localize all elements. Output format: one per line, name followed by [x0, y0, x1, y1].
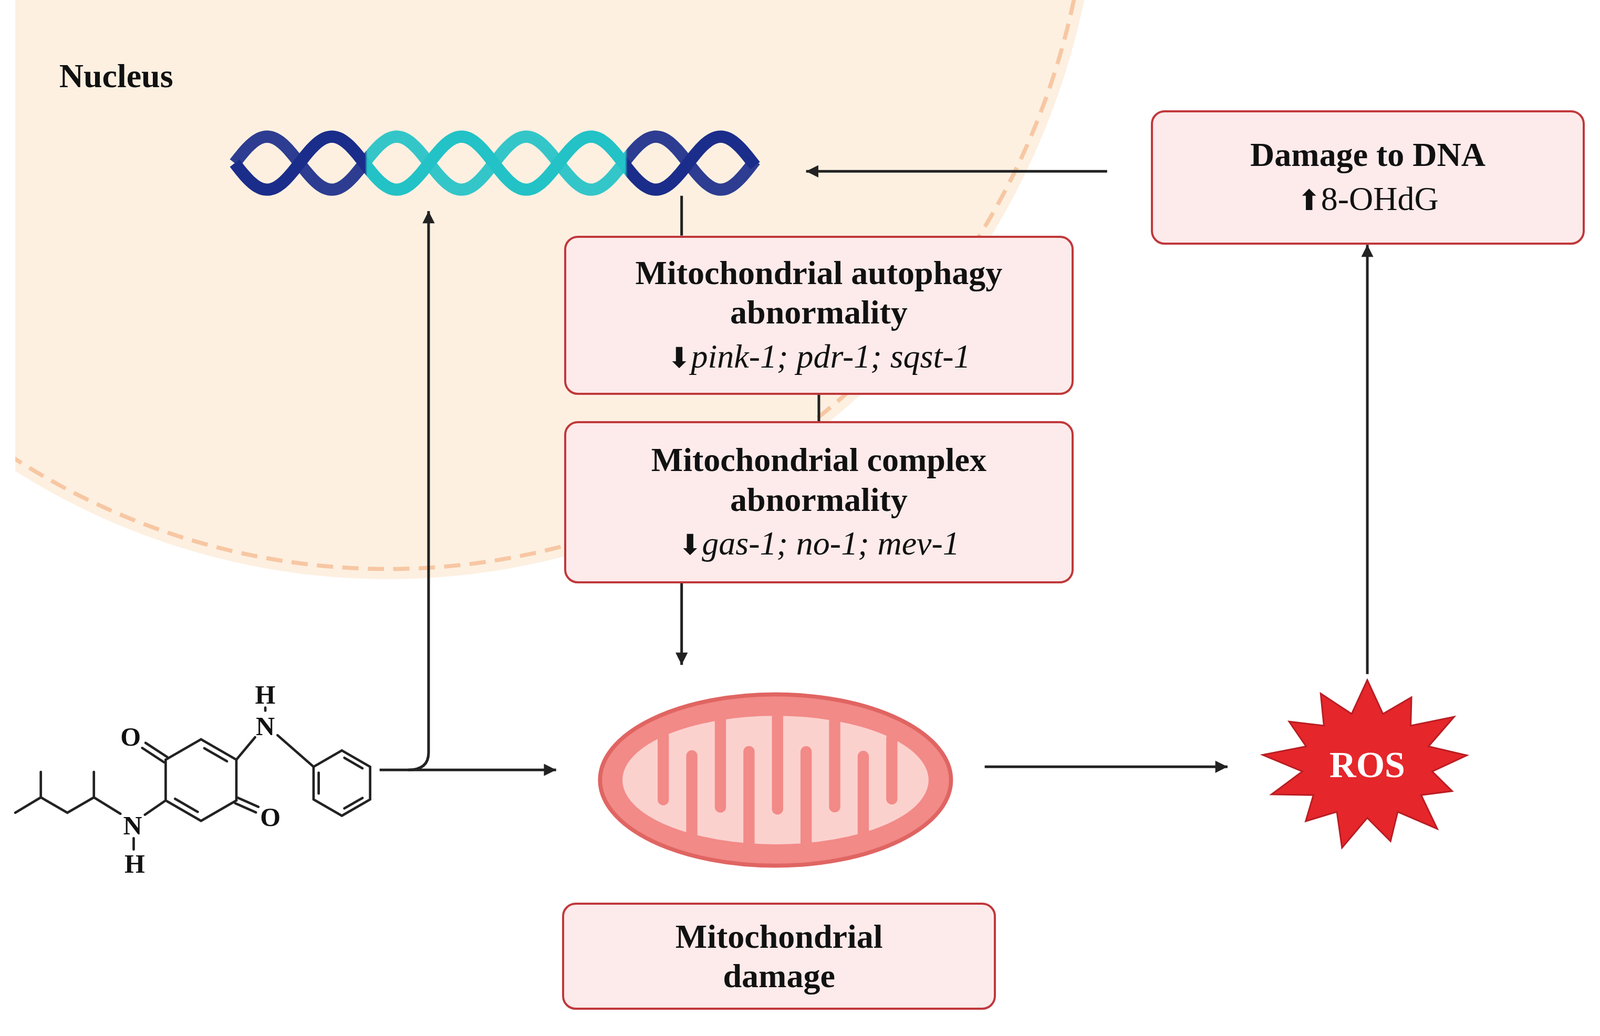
ros-burst: ROS — [1260, 678, 1475, 853]
box-title: Mitochondrial autophagy abnormality — [580, 253, 1057, 333]
flow-arrows — [379, 171, 1228, 771]
molecule-structure — [15, 708, 370, 850]
ros-label: ROS — [1329, 746, 1406, 784]
gene-list: ⬇pink-1; pdr-1; sqst-1 — [667, 335, 971, 378]
atom-label: N — [122, 812, 142, 839]
process-box: Mitochondrial damage — [562, 902, 996, 1011]
mitochondrion — [599, 694, 951, 866]
connector-line — [817, 395, 820, 422]
atom-label: N — [255, 713, 275, 740]
region-label: Nucleus — [59, 59, 174, 93]
process-box: Damage to DNA⬆8-OHdG — [1150, 110, 1585, 245]
gene-list: ⬇gas-1; no-1; mev-1 — [678, 522, 960, 565]
atom-label: H — [255, 681, 276, 709]
atom-label: H — [124, 850, 145, 878]
process-box: Mitochondrial complex abnormality⬇gas-1;… — [564, 421, 1074, 584]
dna-helix — [234, 136, 756, 190]
connector-line — [1366, 244, 1369, 675]
process-box: Mitochondrial autophagy abnormality⬇pink… — [564, 235, 1074, 396]
box-title: Mitochondrial damage — [637, 917, 921, 997]
atom-label: O — [260, 804, 281, 831]
box-title: Mitochondrial complex abnormality — [580, 440, 1057, 520]
box-title: Damage to DNA — [1250, 134, 1486, 175]
marker-text: ⬆8-OHdG — [1296, 178, 1439, 221]
atom-label: O — [120, 723, 141, 751]
